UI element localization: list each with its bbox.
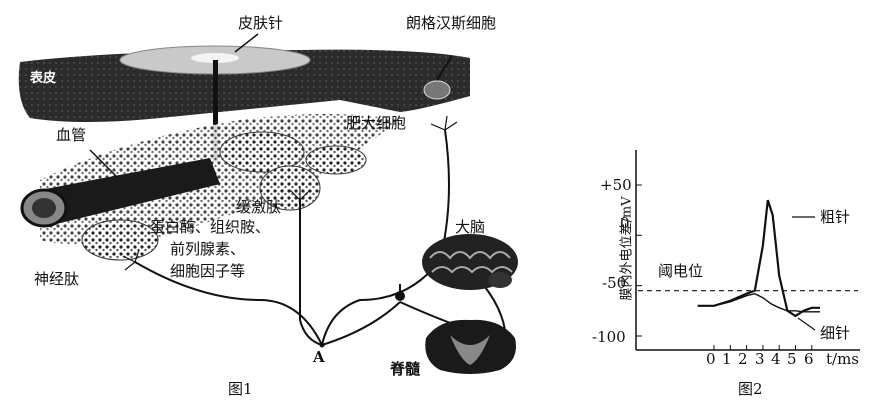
- x-tick-1: 1: [722, 352, 732, 367]
- x-tick-5: 5: [787, 352, 797, 367]
- x-tick-6: 6: [804, 352, 814, 367]
- y-tick-0: 0: [620, 216, 630, 231]
- x-tick-4: 4: [771, 352, 781, 367]
- x-tick-0: 0: [706, 352, 716, 367]
- y-tick-minus100: -100: [592, 330, 626, 345]
- x-axis-label: t/ms: [826, 352, 859, 367]
- y-tick-50: +50: [600, 178, 632, 193]
- fine-label: 细针: [820, 326, 850, 341]
- fine-needle-line: [698, 294, 820, 312]
- figure2-caption: 图2: [738, 382, 763, 397]
- y-tick-minus50: -50: [602, 276, 626, 291]
- x-tick-2: 2: [738, 352, 748, 367]
- threshold-label: 阈电位: [658, 264, 703, 279]
- fine-leader: [798, 318, 815, 330]
- coarse-label: 粗针: [820, 210, 850, 225]
- x-tick-3: 3: [755, 352, 765, 367]
